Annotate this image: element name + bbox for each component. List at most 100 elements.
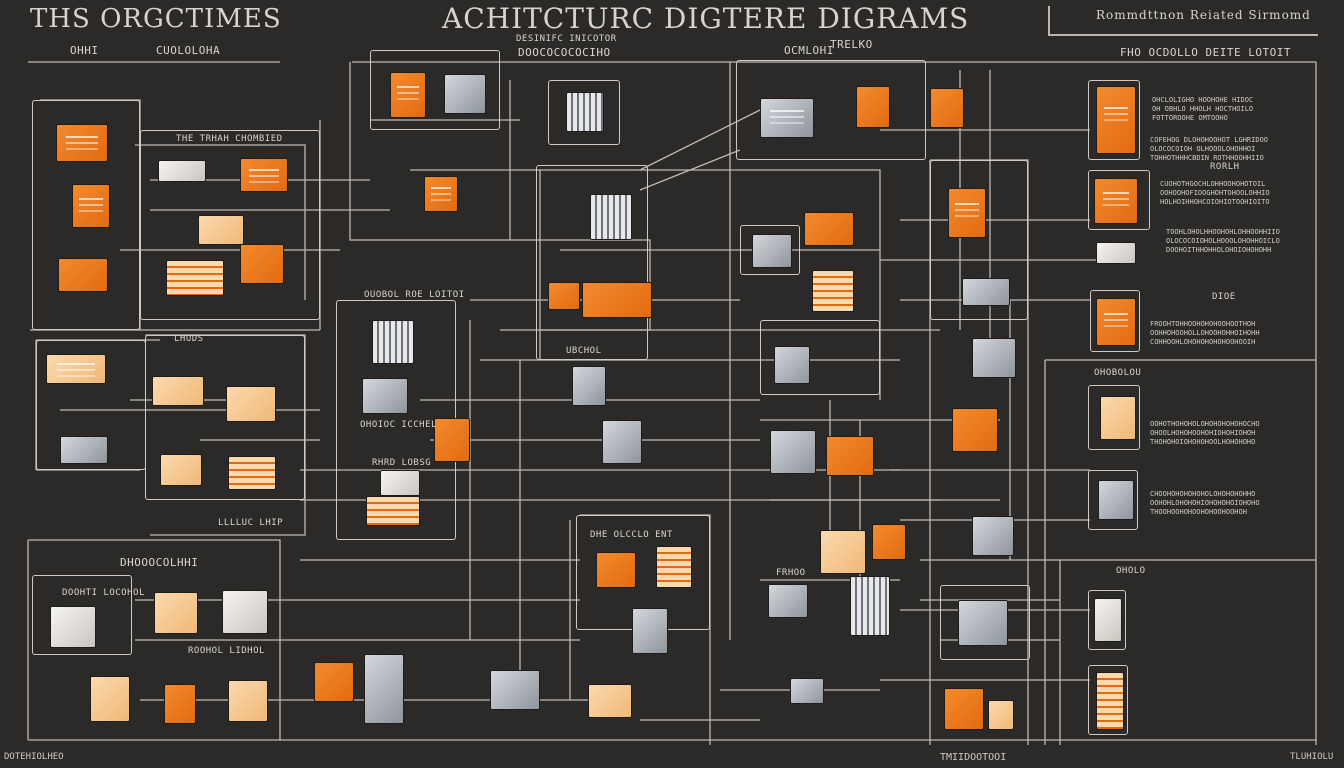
label-l5: TRELKO	[830, 38, 873, 51]
label-l2: CUOLOLOHA	[156, 44, 221, 57]
note-block-1: OHCLOLIGHO HOOHOHE HIDOC OH OBHLO HHOLH …	[1152, 96, 1254, 122]
group-box-right-doc5	[1088, 470, 1138, 530]
grey-node-15	[490, 670, 540, 710]
group-box-right-doc2	[1088, 170, 1150, 230]
label-l13: LLLLUC LHIP	[218, 518, 284, 528]
stack-node-4	[812, 270, 854, 312]
group-box-left-store	[145, 335, 305, 500]
group-box-right-doc6	[1088, 590, 1126, 650]
label-l18: OHOBOLOU	[1094, 368, 1142, 378]
grey-node-2	[444, 74, 486, 114]
grey-node-13	[958, 600, 1008, 646]
label-l11: DIOE	[1212, 292, 1236, 302]
peach-cube-1	[154, 592, 198, 634]
note-block-3: CUOHOTHGOCHLOHHOOHOHOTOIL OOHOOHOFIOOGHO…	[1160, 180, 1270, 206]
group-box-top-center	[370, 50, 500, 130]
peach-node-1	[198, 215, 244, 245]
group-box-top-right	[736, 60, 926, 160]
note-block-2: COFEHOG DLOHOHOOHOT LGHRIDOO OLOCOCOIOH …	[1150, 136, 1269, 162]
peach-cube-3	[228, 680, 268, 722]
grey-node-9	[770, 430, 816, 474]
stack-node-5	[656, 546, 692, 588]
white-node-2	[380, 470, 420, 496]
grey-node-4	[572, 366, 606, 406]
label-l21: ROOHOL LIDHOL	[188, 646, 265, 656]
note-block-5: FROOHTOHHOOHOHOHOOHOOTHOH OOHHOHOOHOLLOH…	[1150, 320, 1260, 346]
diagram-title-main: ACHITCTURC DIGTERE DIGRAMS	[442, 2, 970, 35]
orange-node-6	[390, 72, 426, 118]
server-rack-node-1	[566, 92, 604, 132]
group-box-server	[548, 80, 620, 145]
label-l4: DOOCOCOCOCIHO	[518, 46, 611, 59]
orange-node-12	[930, 88, 964, 128]
grey-node-14	[632, 608, 668, 654]
orange-doc-3	[1096, 298, 1136, 346]
server-rack-node-2	[590, 194, 632, 240]
note-block-7: CHOOHOHOHOHOHOLOHOHOHOHHO OOHOHLOHOHOHIO…	[1150, 490, 1260, 516]
grey-node-3	[362, 378, 408, 414]
orange-doc-2	[1094, 178, 1138, 224]
label-l12: DHOOOCOLHHI	[120, 556, 199, 569]
grey-node-6	[760, 98, 814, 138]
group-box-right-doc1	[1088, 80, 1140, 160]
orange-node-3	[240, 158, 288, 192]
label-l23: DOOHTI LOCOHOL	[62, 588, 145, 598]
orange-node-14	[826, 436, 874, 476]
grey-node-1	[60, 436, 108, 464]
orange-node-11	[856, 86, 890, 128]
orange-node-5	[58, 258, 108, 292]
server-rack-node-3	[372, 320, 414, 364]
peach-doc-1	[1100, 396, 1136, 440]
footer-right-label: TLUHIOLU	[1290, 752, 1334, 762]
grey-node-8	[774, 346, 810, 384]
grey-server-1	[364, 654, 404, 724]
peach-cube-4	[820, 530, 866, 574]
group-box-right-lower	[940, 585, 1030, 660]
diagram-title-left: THS ORGCTIMES	[30, 4, 282, 34]
group-box-left-mid	[140, 130, 320, 320]
peach-node-5	[160, 454, 202, 486]
orange-node-7	[424, 176, 458, 212]
peach-cube-2	[90, 676, 130, 722]
orange-doc-1	[1096, 86, 1136, 154]
label-l16: DHE OLCCLO ENT	[590, 530, 673, 540]
peach-node-6	[988, 700, 1014, 730]
orange-cube-2	[314, 662, 354, 702]
orange-node-19	[872, 524, 906, 560]
stack-doc-1	[1096, 672, 1124, 730]
peach-node-2	[46, 354, 106, 384]
orange-node-2	[72, 184, 110, 228]
orange-node-16	[952, 408, 998, 452]
group-box-mid-right	[740, 225, 800, 275]
grey-node-16	[768, 584, 808, 618]
grey-node-12	[972, 516, 1014, 556]
orange-node-9	[582, 282, 652, 318]
orange-node-4	[240, 244, 284, 284]
label-l6: OCMLOHI	[784, 44, 834, 57]
label-l1: OHHI	[70, 44, 99, 57]
orange-cube-1	[164, 684, 196, 724]
server-rack-node-4	[850, 576, 890, 636]
orange-node-18	[596, 552, 636, 588]
orange-node-17	[944, 688, 984, 730]
grey-doc-1	[1098, 480, 1134, 520]
group-box-center	[536, 165, 648, 360]
white-node-3	[1096, 242, 1136, 264]
note-block-4: TOOHLOHOLHHOOHOHLOHHOOHHIIO OLOCOCOIOHOL…	[1166, 228, 1280, 254]
orange-node-1	[56, 124, 108, 162]
note-block-6: OOHOTHOHOHOLOHOHOHOHOHOCHO OHOOLHOHOHOOH…	[1150, 420, 1260, 446]
label-l14: RHRD LOBSG	[372, 458, 432, 468]
grey-node-5	[602, 420, 642, 464]
label-l10: UBCHOL	[566, 346, 602, 356]
label-l15: OHOIOC ICCHEL	[360, 420, 437, 430]
grey-node-10	[962, 278, 1010, 306]
peach-node-3	[152, 376, 204, 406]
label-l3: DESINIFC INICOTOR	[516, 34, 617, 44]
label-l22: FRHOO	[776, 568, 806, 578]
group-box-bottom-left	[32, 575, 132, 655]
label-l20: LHUDS	[174, 334, 204, 344]
stack-node-3	[366, 496, 420, 526]
footer-mid-label: TMIIDOOTOOI	[940, 752, 1007, 763]
orange-node-10	[434, 418, 470, 462]
